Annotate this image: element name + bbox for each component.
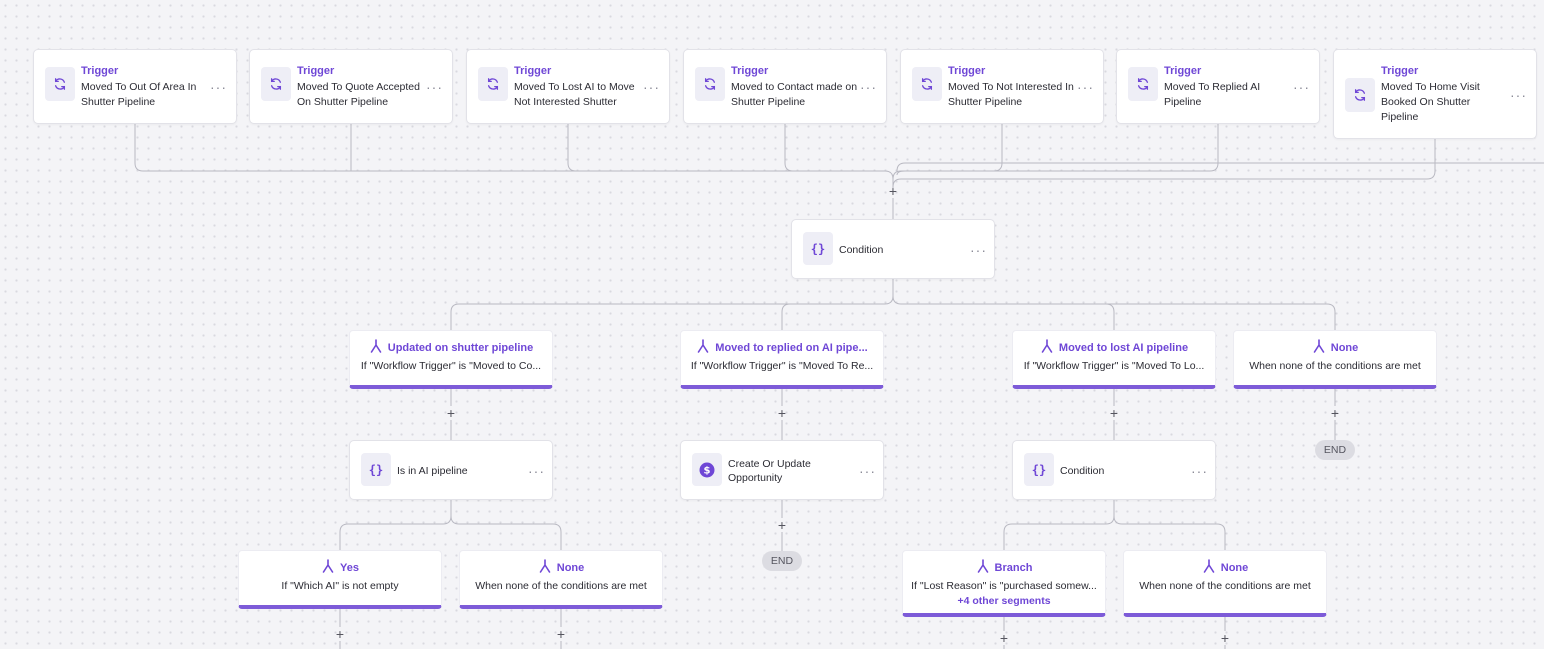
branch-icon xyxy=(1202,559,1216,576)
end-marker: END xyxy=(1315,440,1355,460)
braces-icon: {} xyxy=(1024,453,1054,486)
refresh-icon xyxy=(45,67,75,101)
branch-icon xyxy=(369,339,383,356)
trigger-title: Trigger xyxy=(297,65,335,77)
node-label: Is in AI pipeline xyxy=(397,465,468,477)
trigger-description: Moved to Contact made on Shutter Pipelin… xyxy=(731,81,858,108)
trigger-card[interactable]: Trigger Moved to Contact made on Shutter… xyxy=(683,49,887,124)
branch-description: If "Workflow Trigger" is "Moved to Co... xyxy=(360,360,542,372)
action-node[interactable]: $ Create Or Update Opportunity ··· xyxy=(680,440,884,500)
more-menu-icon[interactable]: ··· xyxy=(210,79,227,95)
more-menu-icon[interactable]: ··· xyxy=(970,242,987,258)
branch-title: Moved to replied on AI pipe... xyxy=(715,341,868,354)
trigger-title: Trigger xyxy=(731,65,769,77)
trigger-card[interactable]: Trigger Moved To Quote Accepted On Shutt… xyxy=(249,49,453,124)
trigger-card[interactable]: Trigger Moved To Home Visit Booked On Sh… xyxy=(1333,49,1537,139)
add-step-button[interactable]: + xyxy=(1330,405,1340,421)
branch-description: When none of the conditions are met xyxy=(1139,580,1311,592)
trigger-description: Moved To Home Visit Booked On Shutter Pi… xyxy=(1381,81,1480,123)
condition-node[interactable]: {} Is in AI pipeline ··· xyxy=(349,440,553,500)
branch-card[interactable]: Updated on shutter pipeline If "Workflow… xyxy=(349,330,553,389)
branch-icon xyxy=(1312,339,1326,356)
condition-node[interactable]: {} Condition ··· xyxy=(791,219,995,279)
branch-description: If "Lost Reason" is "purchased somew... xyxy=(911,580,1097,592)
more-menu-icon[interactable]: ··· xyxy=(1510,87,1527,103)
other-segments-link[interactable]: +4 other segments xyxy=(957,595,1051,607)
dollar-icon: $ xyxy=(692,453,722,486)
trigger-description: Moved To Lost AI to Move Not Interested … xyxy=(514,81,635,108)
add-step-button[interactable]: + xyxy=(999,630,1009,646)
branch-description: If "Workflow Trigger" is "Moved To Lo... xyxy=(1023,360,1205,372)
refresh-icon xyxy=(1128,67,1158,101)
branch-card[interactable]: None When none of the conditions are met xyxy=(1233,330,1437,389)
node-label: Condition xyxy=(1060,465,1105,477)
refresh-icon xyxy=(912,67,942,101)
add-step-button[interactable]: + xyxy=(888,183,898,199)
add-step-button[interactable]: + xyxy=(777,405,787,421)
more-menu-icon[interactable]: ··· xyxy=(643,79,660,95)
trigger-card[interactable]: Trigger Moved To Out Of Area In Shutter … xyxy=(33,49,237,124)
branch-card[interactable]: Moved to lost AI pipeline If "Workflow T… xyxy=(1012,330,1216,389)
branch-card[interactable]: Moved to replied on AI pipe... If "Workf… xyxy=(680,330,884,389)
end-marker: END xyxy=(762,551,802,571)
branch-icon xyxy=(321,559,335,576)
more-menu-icon[interactable]: ··· xyxy=(426,79,443,95)
more-menu-icon[interactable]: ··· xyxy=(860,79,877,95)
add-step-button[interactable]: + xyxy=(446,405,456,421)
branch-icon xyxy=(1040,339,1054,356)
more-menu-icon[interactable]: ··· xyxy=(528,463,545,479)
trigger-title: Trigger xyxy=(1381,65,1419,77)
add-step-button[interactable]: + xyxy=(335,626,345,642)
trigger-title: Trigger xyxy=(948,65,986,77)
more-menu-icon[interactable]: ··· xyxy=(1293,79,1310,95)
add-step-button[interactable]: + xyxy=(1220,630,1230,646)
refresh-icon xyxy=(261,67,291,101)
branch-description: When none of the conditions are met xyxy=(475,580,647,592)
refresh-icon xyxy=(1345,78,1375,112)
branch-icon xyxy=(976,559,990,576)
trigger-description: Moved To Replied AI Pipeline xyxy=(1164,81,1261,108)
trigger-title: Trigger xyxy=(514,65,552,77)
more-menu-icon[interactable]: ··· xyxy=(859,463,876,479)
add-step-button[interactable]: + xyxy=(556,626,566,642)
more-menu-icon[interactable]: ··· xyxy=(1191,463,1208,479)
branch-title: None xyxy=(1330,341,1359,354)
branch-card[interactable]: None When none of the conditions are met xyxy=(459,550,663,609)
braces-icon: {} xyxy=(803,232,833,265)
refresh-icon xyxy=(478,67,508,101)
node-label: Condition xyxy=(839,244,884,256)
trigger-description: Moved To Not Interested In Shutter Pipel… xyxy=(948,81,1074,108)
branch-icon xyxy=(696,339,710,356)
more-menu-icon[interactable]: ··· xyxy=(1077,79,1094,95)
condition-node[interactable]: {} Condition ··· xyxy=(1012,440,1216,500)
branch-card[interactable]: Branch If "Lost Reason" is "purchased so… xyxy=(902,550,1106,617)
add-step-button[interactable]: + xyxy=(777,517,787,533)
trigger-description: Moved To Quote Accepted On Shutter Pipel… xyxy=(297,81,420,108)
branch-title: Updated on shutter pipeline xyxy=(387,341,534,354)
branch-title: None xyxy=(556,561,585,574)
refresh-icon xyxy=(695,67,725,101)
trigger-card[interactable]: Trigger Moved To Lost AI to Move Not Int… xyxy=(466,49,670,124)
branch-title: None xyxy=(1220,561,1249,574)
add-step-button[interactable]: + xyxy=(1109,405,1119,421)
node-label: Create Or Update Opportunity xyxy=(728,458,811,484)
trigger-title: Trigger xyxy=(1164,65,1202,77)
branch-card[interactable]: None When none of the conditions are met xyxy=(1123,550,1327,617)
trigger-card[interactable]: Trigger Moved To Not Interested In Shutt… xyxy=(900,49,1104,124)
branch-description: When none of the conditions are met xyxy=(1249,360,1421,372)
trigger-card[interactable]: Trigger Moved To Replied AI Pipeline ··· xyxy=(1116,49,1320,124)
braces-icon: {} xyxy=(361,453,391,486)
trigger-description: Moved To Out Of Area In Shutter Pipeline xyxy=(81,81,197,108)
trigger-title: Trigger xyxy=(81,65,119,77)
branch-title: Yes xyxy=(340,561,359,574)
branch-title: Moved to lost AI pipeline xyxy=(1058,341,1189,354)
branch-icon xyxy=(538,559,552,576)
branch-card[interactable]: Yes If "Which AI" is not empty xyxy=(238,550,442,609)
branch-description: If "Which AI" is not empty xyxy=(281,580,399,592)
branch-description: If "Workflow Trigger" is "Moved To Re... xyxy=(690,360,874,372)
svg-text:$: $ xyxy=(704,465,711,476)
branch-title: Branch xyxy=(994,561,1033,574)
